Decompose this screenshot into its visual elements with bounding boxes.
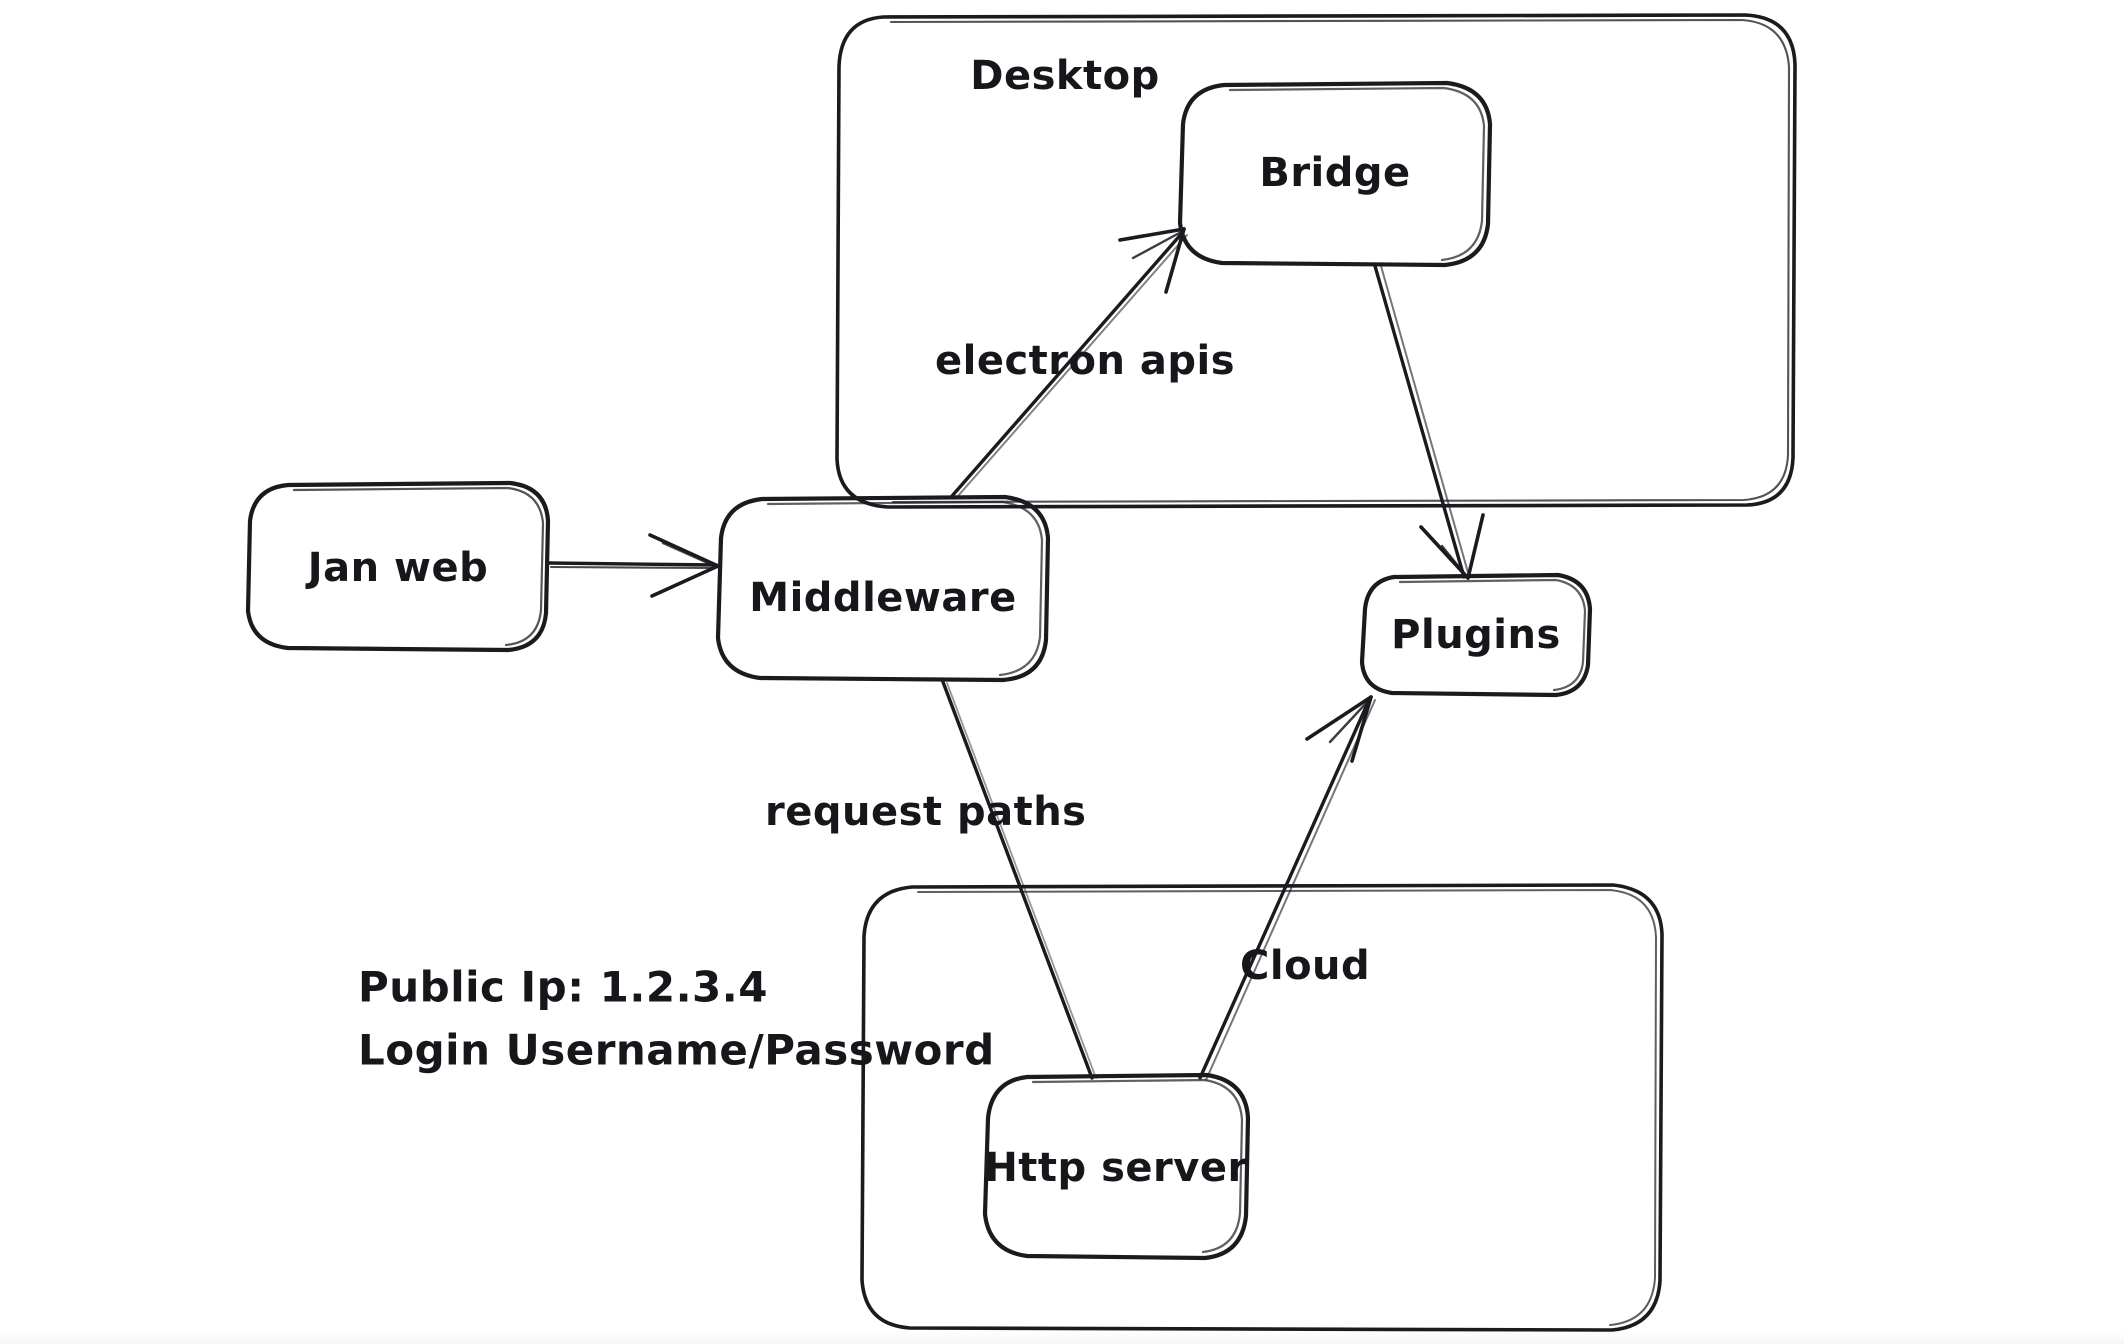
node-plugins[interactable]: Plugins <box>1359 572 1593 698</box>
node-label-jan-web: Jan web <box>305 545 489 591</box>
node-label-middleware: Middleware <box>749 575 1016 621</box>
group-cloud-region[interactable] <box>860 883 1664 1332</box>
edge-http-to-plugins[interactable]: Cloud <box>1198 695 1376 1081</box>
edge-label-request-paths: request paths <box>765 789 1086 835</box>
node-http-server[interactable]: Http server <box>982 1072 1251 1261</box>
edge-label-cloud: Cloud <box>1240 943 1370 989</box>
node-label-bridge: Bridge <box>1259 150 1410 196</box>
edge-label-electron-apis: electron apis <box>935 338 1235 384</box>
edge-middleware-to-bridge[interactable]: electron apis <box>935 227 1235 498</box>
edge-jan-web-to-middleware[interactable] <box>547 533 720 598</box>
note-line-login: Login Username/Password <box>358 1026 995 1075</box>
group-label-desktop: Desktop <box>970 53 1159 99</box>
group-desktop[interactable]: Desktop <box>835 13 1797 509</box>
edge-bridge-to-plugins[interactable] <box>1373 264 1485 580</box>
node-label-http-server: Http server <box>984 1145 1247 1191</box>
node-label-plugins: Plugins <box>1391 612 1561 658</box>
edge-http-to-middleware[interactable]: request paths <box>765 680 1097 1080</box>
note-line-public-ip: Public Ip: 1.2.3.4 <box>358 963 768 1012</box>
node-bridge[interactable]: Bridge <box>1177 80 1493 268</box>
node-jan-web[interactable]: Jan web <box>245 480 551 653</box>
server-credentials-note: Public Ip: 1.2.3.4 Login Username/Passwo… <box>358 963 995 1075</box>
node-middleware[interactable]: Middleware <box>715 494 1051 683</box>
